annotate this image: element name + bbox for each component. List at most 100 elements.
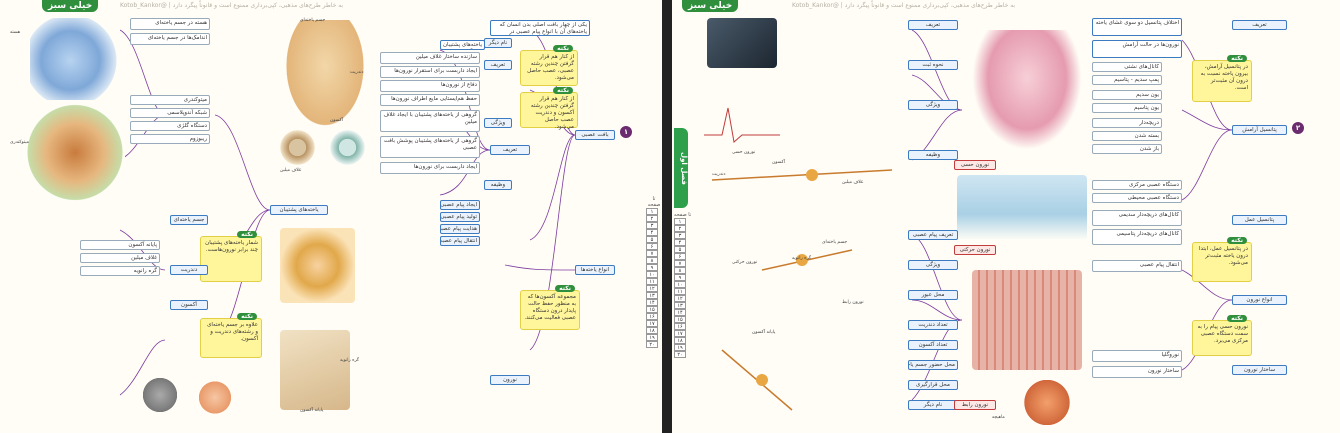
num-item: ۳	[674, 232, 686, 239]
logo-right: خیلی سبز	[682, 0, 739, 12]
rcap-terminal: پایانه آکسون	[752, 330, 776, 335]
num-item: ۱۱	[646, 278, 658, 285]
cap-myelin: غلاف میلین	[280, 168, 302, 173]
rcap-dendrite: دندریت	[712, 172, 726, 177]
num-item: ۱۸	[646, 327, 658, 334]
cell-diagram-2	[25, 100, 125, 205]
homeostasis-box: حفظ هم‌ایستایی مایع اطراف نورون‌ها	[380, 94, 480, 106]
cover-group-box: گروهی از یاخته‌های پشتیبان پوشش بافت عصب…	[380, 136, 480, 158]
cap-terminal: پایانه آکسون	[300, 408, 324, 413]
num-item: ۱۵	[674, 316, 686, 323]
note-1-tag: نکته	[553, 45, 573, 52]
right-page: به خاطر طرح‌های مذهبی، کپی‌برداری ممنوع …	[672, 0, 1340, 433]
left-col-box-1: هسته در جسم یاخته‌ای	[130, 18, 210, 30]
right-box-4: پمپ سدیم - پتاسیم	[1092, 75, 1162, 85]
node-ap-def: تعریف پیام عصبی	[908, 230, 958, 240]
num-item: ۱۸	[674, 337, 686, 344]
right-note-3-text: نورون حسی پیام را به سمت دستگاه عصبی مرک…	[1197, 324, 1248, 344]
num-item: ۹	[674, 274, 686, 281]
myelin-cross-section-2	[325, 130, 370, 165]
num-item: ۱۳	[646, 292, 658, 299]
num-item: ۵	[674, 246, 686, 253]
note-3-text: مجموعه آکسون‌ها که به منظور حفظ حالت پای…	[524, 294, 576, 321]
note-2-tag: نکته	[553, 87, 573, 94]
left-col-box-4: شبکه آندوپلاسمی	[130, 108, 210, 118]
num-item: ۷	[674, 260, 686, 267]
right-note-2-tag: نکته	[1227, 237, 1247, 244]
note-5: نکته علاوه بر جسم یاخته‌ای و رشته‌های دن…	[200, 313, 262, 358]
num-item: ۳	[646, 222, 658, 229]
node-other-name: نام دیگر	[484, 38, 512, 48]
num-item: ۱۵	[646, 306, 658, 313]
node-role: وظیفه	[484, 180, 512, 190]
rcap-myelin: غلاف میلین	[842, 180, 864, 185]
myelin-cross-section-1	[275, 130, 320, 165]
eeg-photo	[707, 18, 777, 68]
left-col-box-7: پایانه آکسون	[80, 240, 160, 250]
rcap-inter: نورون رابط	[842, 300, 864, 305]
num-item: ۱۴	[646, 299, 658, 306]
num-item: ۲	[646, 215, 658, 222]
muscle-fiber-illustration	[972, 270, 1082, 370]
right-box-13: کانال‌های دریچه‌دار پتاسیمی	[1092, 229, 1182, 245]
node-feature: ویژگی	[484, 118, 512, 128]
left-col-box-5: دستگاه گلژی	[130, 121, 210, 131]
rcap-body: جسم یاخته‌ای	[822, 240, 848, 245]
num-item: ۱۳	[674, 302, 686, 309]
node-def-2: تعریف	[484, 60, 512, 70]
node-conduct-signal: هدایت پیام عصبی	[440, 224, 480, 234]
node-ap-pass: محل عبور	[908, 290, 958, 300]
myelin-group-box: گروهی از یاخته‌های پشتیبان با ایجاد غلاف…	[380, 110, 480, 132]
num-item: ۱۹	[646, 334, 658, 341]
note-1-text: از کنار هم قرار گرفتن چندین رشته عصبی، ع…	[527, 54, 574, 81]
node-transmit-signal: انتقال پیام عصبی	[440, 236, 480, 246]
node-other-name: نام دیگر	[908, 400, 958, 410]
node-cell-body: جسم یاخته‌ای	[170, 215, 208, 225]
node-produce-signal: تولید پیام عصبی	[440, 212, 480, 222]
cap-nucleus: هسته	[10, 30, 21, 35]
right-box-11: دستگاه عصبی محیطی	[1092, 193, 1182, 203]
rcap-node: گره رانویه	[792, 256, 812, 261]
note-3: نکته مجموعه آکسون‌ها که به منظور حفظ حال…	[520, 285, 580, 330]
left-col-box-9: گره رانویه	[80, 266, 160, 276]
node-dendrite-count: تعداد دندریت	[908, 320, 958, 330]
num-item: ۱۹	[674, 344, 686, 351]
node-support-cells: یاخته‌های پشتیبان	[270, 205, 328, 215]
cell-diagram-1	[30, 18, 120, 103]
right-box-6: یون پتاسیم	[1092, 103, 1162, 113]
node-location: محل قرارگیری	[908, 380, 958, 390]
section-number-2: ۲	[1292, 122, 1304, 134]
cap-axon: آکسون	[330, 118, 344, 123]
node-axon-count: تعداد آکسون	[908, 340, 958, 350]
left-col-box-3: میتوکندری	[130, 95, 210, 105]
cap-node: گره رانویه	[340, 358, 360, 363]
note-1: نکته از کنار هم قرار گرفتن چندین رشته عص…	[520, 45, 578, 86]
right-note-1: نکته در پتانسیل آرامش، بیرون یاخته نسبت …	[1192, 55, 1252, 102]
right-box-16: ساختار نورون	[1092, 366, 1182, 378]
node-ap-feature: ویژگی	[908, 260, 958, 270]
node-axon: آکسون	[170, 300, 208, 310]
right-watermark: به خاطر طرح‌های مذهبی، کپی‌برداری ممنوع …	[792, 2, 1016, 9]
note-3-tag: نکته	[555, 285, 575, 292]
node-neuron-structure: ساختار نورون	[1232, 365, 1287, 375]
num-item: ۱۱	[674, 288, 686, 295]
note-5-tag: نکته	[237, 313, 257, 320]
note-2-text: از کنار هم قرار گرفتن چندین رشته آکسون و…	[530, 96, 574, 130]
note-4: نکته شمار یاخته‌های پشتیبان چند برابر نو…	[200, 231, 262, 282]
num-item: ۶	[674, 253, 686, 260]
left-col-box-8: غلاف میلین	[80, 253, 160, 263]
small-cell-image-2	[195, 380, 235, 415]
scaffold-box: ایجاد داربست برای استقرار نورون‌ها	[380, 66, 480, 78]
right-box-10: دستگاه عصبی مرکزی	[1092, 180, 1182, 190]
right-box-5: یون سدیم	[1092, 90, 1162, 100]
num-item: ۸	[674, 267, 686, 274]
node-interneuron: نورون رابط	[954, 400, 996, 410]
right-box-9: باز شدن	[1092, 144, 1162, 154]
node-rp-role: وظیفه	[908, 150, 958, 160]
cap-mito: میتوکندری	[10, 140, 30, 145]
chapter-tab[interactable]: فصل اول	[674, 128, 688, 208]
right-box-7: دریچه‌دار	[1092, 118, 1162, 128]
node-dendrite: دندریت	[170, 265, 208, 275]
node-rp-def: تعریف	[908, 20, 958, 30]
num-item: ۱۷	[646, 320, 658, 327]
